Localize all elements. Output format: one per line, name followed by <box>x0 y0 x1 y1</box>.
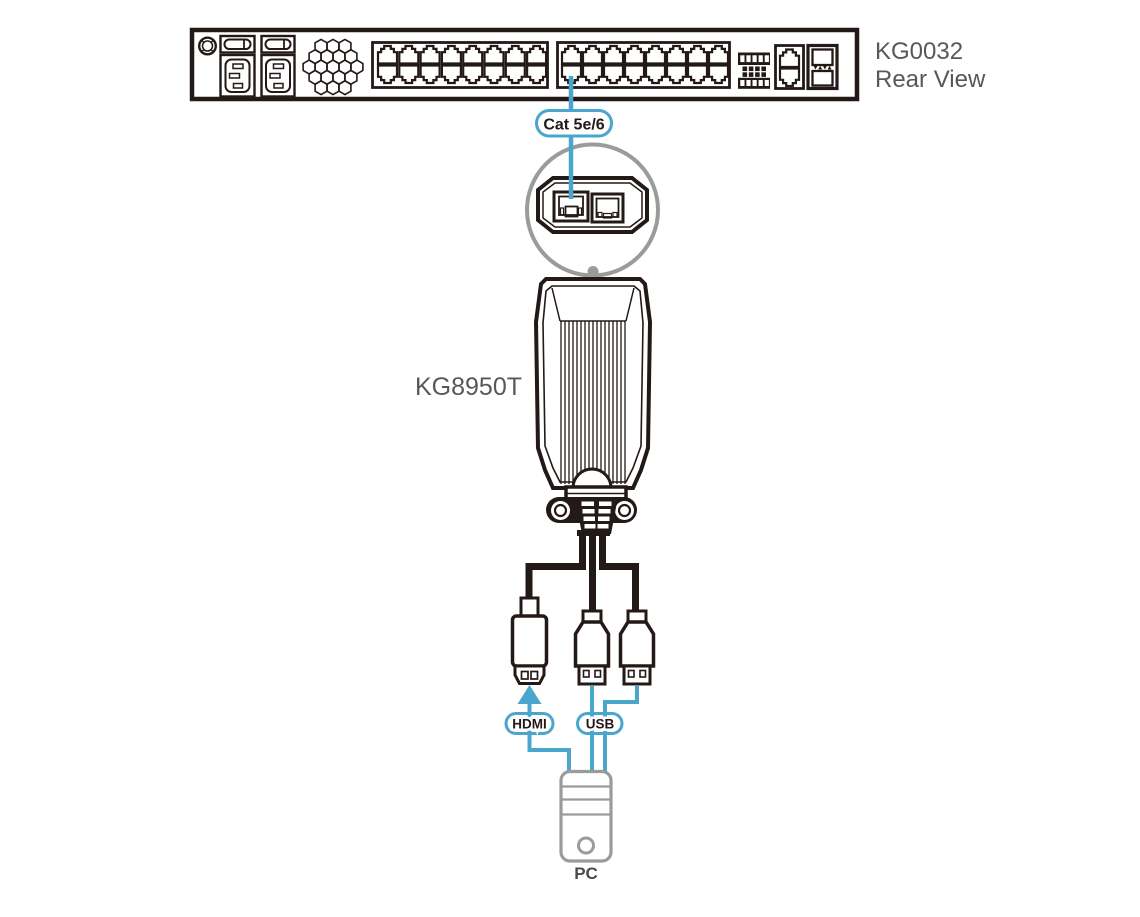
usb-plug-1-icon <box>573 609 611 686</box>
hdmi-plug-icon <box>510 596 549 685</box>
ground-screw-icon <box>197 36 217 56</box>
vga-connector <box>546 485 637 536</box>
pc-connection-lines <box>517 685 639 773</box>
adapter-body <box>533 277 653 490</box>
rj45-port-bank-2 <box>556 41 731 89</box>
pc-label-text: PC <box>574 864 598 883</box>
adapter-label-text: KG8950T <box>415 373 522 401</box>
pc-power-button-icon <box>577 836 595 855</box>
hdmi-label-text: HDMI <box>512 717 547 732</box>
uplink-module-icon <box>806 43 839 91</box>
adapter-bottom-bump <box>571 467 613 490</box>
pc-drive-bays <box>561 785 611 816</box>
rack-view-text: Rear View <box>875 66 986 93</box>
up-arrow-icon <box>517 685 542 704</box>
kvm-cable-split <box>525 533 639 613</box>
dual-rj45-port-icon <box>774 44 805 90</box>
cat5-label-pill <box>535 109 613 138</box>
usb-line-2 <box>603 686 639 773</box>
usb-label-pill <box>576 712 624 735</box>
hdmi-cable <box>525 533 586 600</box>
usb-plug-2-icon <box>618 609 656 686</box>
cat5-label-text: Cat 5e/6 <box>543 117 604 134</box>
up-down-triangles-icon <box>813 65 832 70</box>
strain-relief <box>575 497 618 534</box>
adapter-grip-ribs <box>560 321 626 484</box>
adapter-rj45-port-b <box>590 192 625 224</box>
rack-model-text: KG0032 <box>875 38 963 65</box>
iec-power-inlet-icons <box>219 53 296 98</box>
terminal-block-icon <box>738 52 770 89</box>
hdmi-line <box>527 701 571 773</box>
power-switch-icons <box>219 34 296 54</box>
callout-anchor-dot <box>587 266 599 277</box>
pc-tower <box>559 769 613 863</box>
rack-label: KG0032 Rear View <box>875 38 986 93</box>
adapter-top-ports <box>536 176 649 234</box>
rj45-port-bank-1 <box>371 41 549 89</box>
usb-label-text: USB <box>586 717 615 732</box>
rack-device-kg0032 <box>189 27 860 102</box>
usb-cable-2 <box>599 533 639 613</box>
